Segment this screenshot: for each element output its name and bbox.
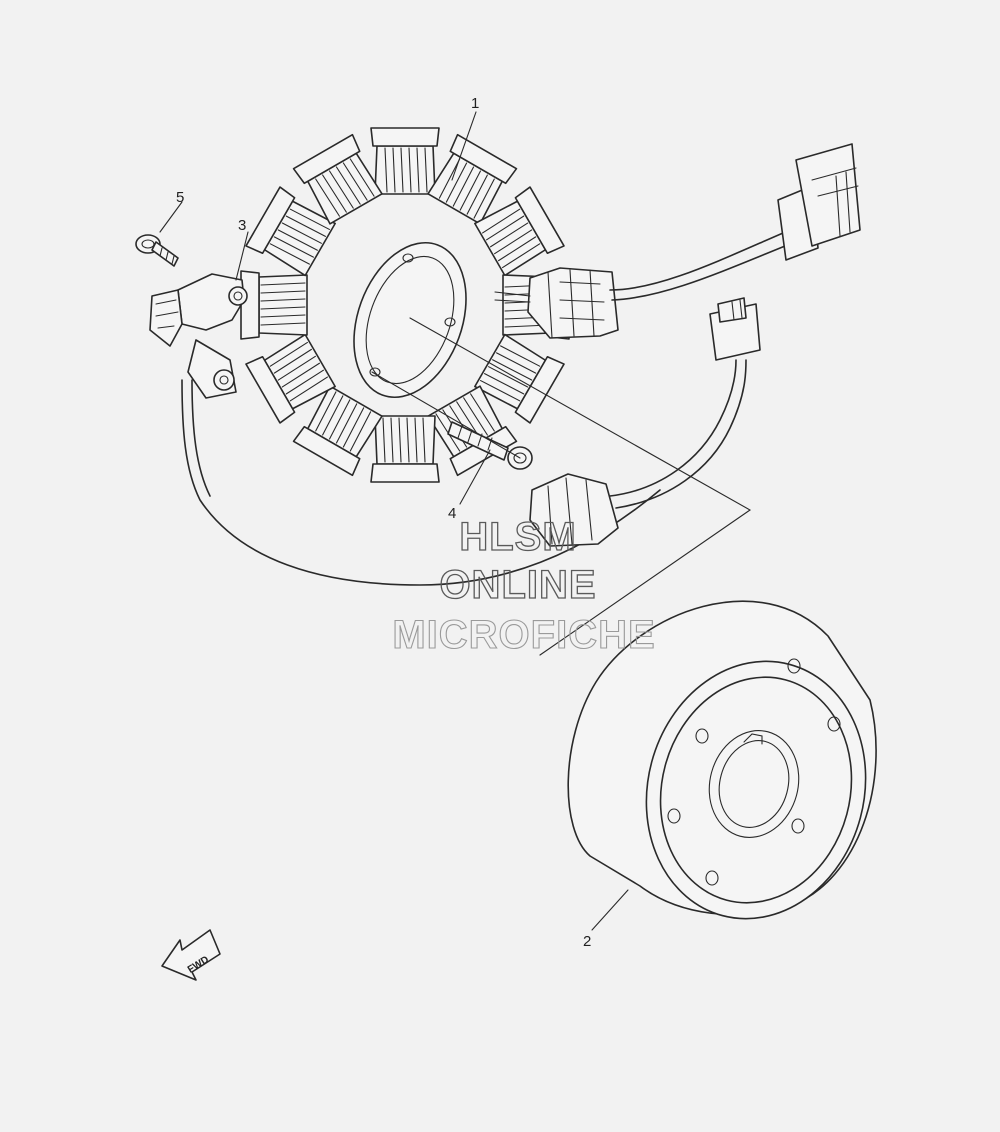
callout-5: 5 — [176, 189, 184, 206]
watermark-line-2: ONLINE — [439, 563, 596, 607]
stator-pole — [240, 270, 308, 340]
callout-2: 2 — [583, 933, 591, 950]
stator-pole — [474, 186, 565, 277]
callout-leaders — [159, 111, 629, 931]
stator-pole — [292, 385, 383, 477]
callout-1: 1 — [471, 95, 479, 112]
stator-pole — [370, 127, 440, 195]
callout-4: 4 — [448, 505, 456, 522]
assembly-reference-lines — [371, 317, 752, 656]
watermark-line-3: MICROFICHE — [392, 613, 655, 657]
stator-pole — [474, 333, 565, 424]
watermark-line-1: HLSM — [459, 515, 576, 559]
stator-assembly — [240, 127, 570, 483]
fwd-arrow-icon: FWD — [161, 929, 221, 981]
callout-3: 3 — [238, 217, 246, 234]
pickup-coil — [149, 273, 661, 586]
pickup-bolt — [135, 234, 179, 267]
stator-pole — [427, 133, 518, 225]
pickup-harness — [529, 297, 761, 547]
rotor-flywheel — [567, 600, 877, 920]
stator-harness — [494, 143, 861, 339]
stator-pole — [370, 415, 440, 483]
stator-pole — [292, 133, 383, 225]
stator-pole — [245, 186, 336, 277]
stator-coils — [240, 127, 570, 483]
watermark: HLSM ONLINE MICROFICHE — [392, 514, 655, 657]
stator-bore — [353, 241, 467, 399]
